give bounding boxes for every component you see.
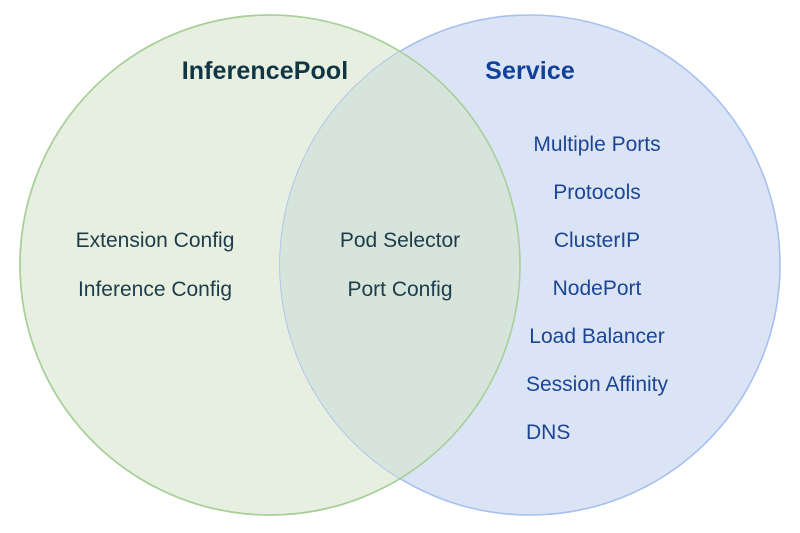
intersection-region — [280, 15, 520, 515]
intersection-item-list: Pod Selector Port Config — [340, 230, 460, 328]
left-set-title: InferencePool — [181, 57, 349, 85]
right-set-item: Protocols — [553, 181, 641, 204]
right-set-item-list: Multiple Ports Protocols ClusterIP NodeP… — [526, 134, 668, 470]
right-set-item: ClusterIP — [553, 229, 641, 252]
intersection-item: Pod Selector — [339, 229, 461, 252]
left-set-circle-outline — [19, 14, 521, 516]
left-set-item: Inference Config — [77, 278, 233, 301]
right-set-item: Session Affinity — [525, 373, 669, 396]
right-set-item: Load Balancer — [529, 325, 665, 348]
intersection-item: Port Config — [347, 278, 453, 301]
right-set-item: DNS — [525, 421, 571, 444]
right-set-item: Multiple Ports — [533, 133, 661, 156]
left-set-item: Extension Config — [75, 229, 235, 252]
right-set-title: Service — [485, 57, 575, 85]
left-set-item-list: Extension Config Inference Config — [76, 230, 235, 328]
right-set-item: NodePort — [552, 277, 642, 300]
